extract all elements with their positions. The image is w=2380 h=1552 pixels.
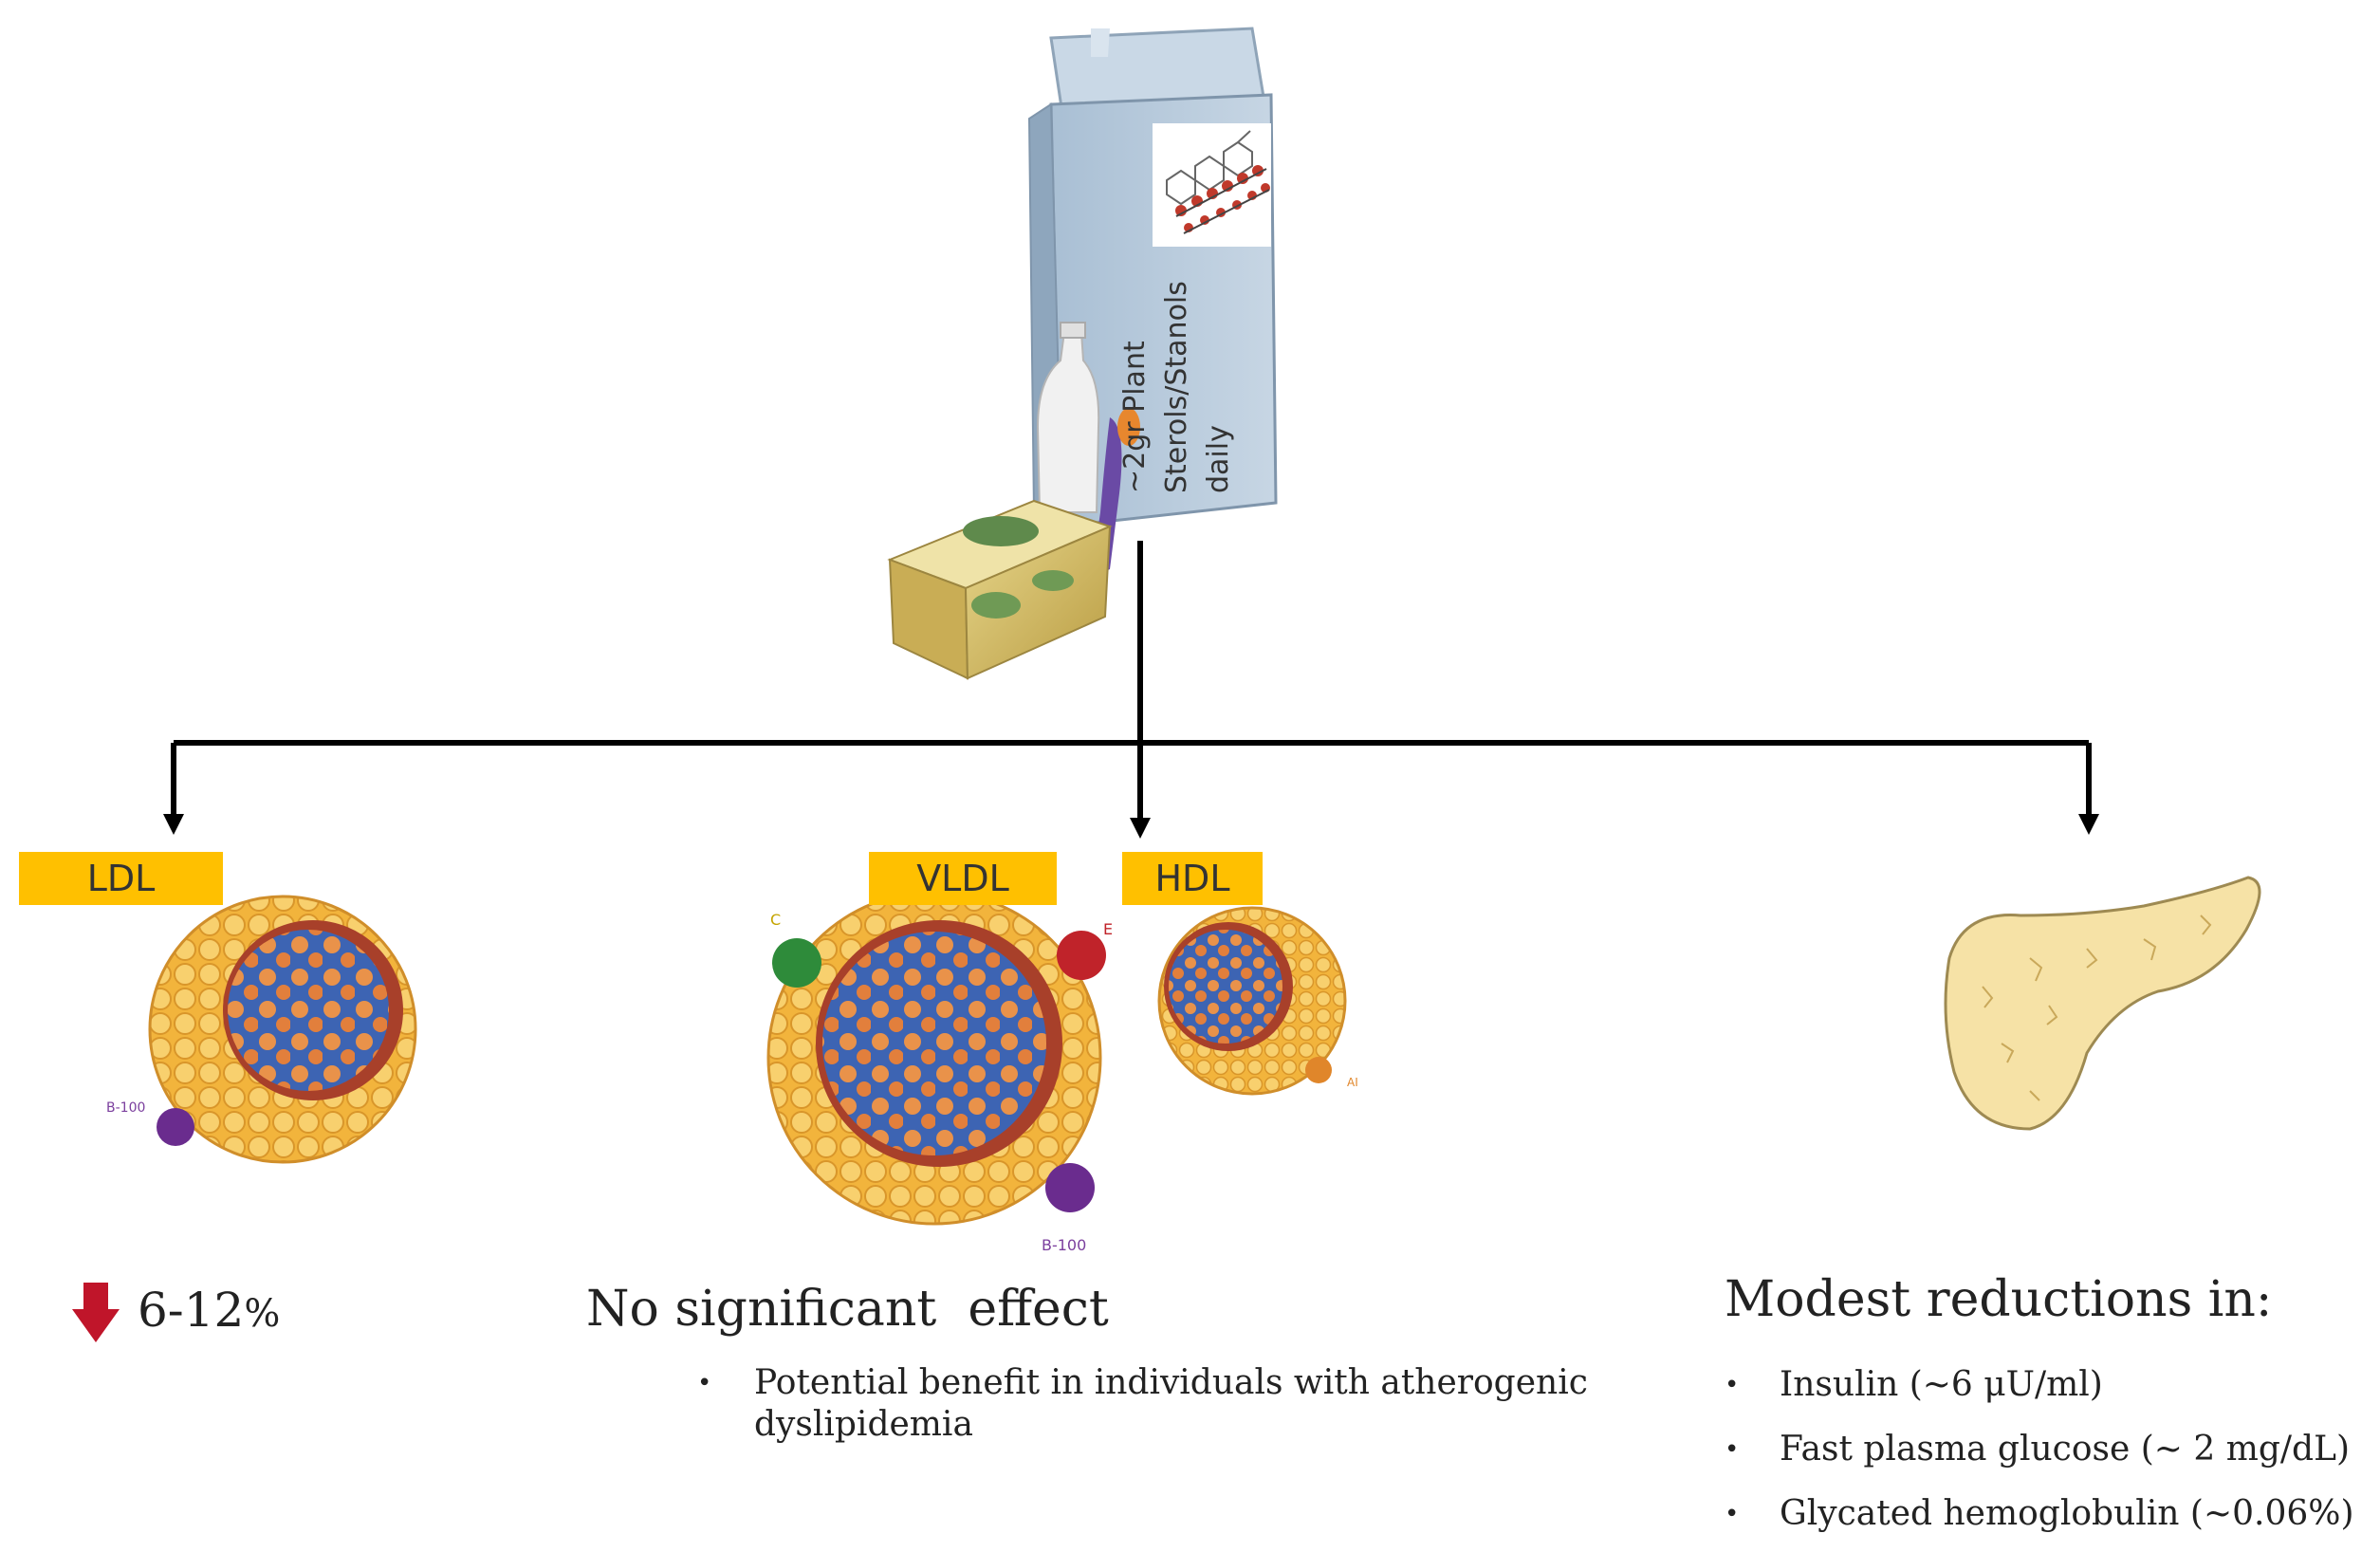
hdl-label: HDL bbox=[1122, 852, 1263, 905]
list-item: •Insulin (~6 μU/ml) bbox=[1725, 1365, 2103, 1404]
apo-b100-ldl-label: B-100 bbox=[106, 1100, 145, 1116]
list-item: •Glycated hemoglobulin (~0.06%) bbox=[1725, 1494, 2354, 1533]
ldl-effect: 6-12% bbox=[138, 1283, 280, 1338]
pancreas-arrowhead bbox=[2078, 814, 2099, 835]
apo-c-label: C bbox=[770, 911, 781, 929]
ldl-effect-unit: % bbox=[244, 1292, 281, 1336]
glycemic-effect-list: •Insulin (~6 μU/ml) •Fast plasma glucose… bbox=[1725, 1353, 2370, 1546]
vldl-particle-icon: C E B-100 bbox=[766, 890, 1113, 1254]
ldl-effect-value: 6-12 bbox=[138, 1283, 245, 1338]
vldl-hdl-effect-title: No significant effect bbox=[586, 1281, 1109, 1338]
glucose-item: Fast plasma glucose (~ 2 mg/dL) bbox=[1780, 1430, 2351, 1469]
branching-arrows bbox=[171, 541, 2092, 823]
ldl-arrowhead bbox=[163, 814, 184, 835]
vldl-hdl-arrowhead bbox=[1130, 818, 1151, 839]
hba1c-item: Glycated hemoglobulin (~0.06%) bbox=[1780, 1494, 2354, 1533]
insulin-item: Insulin (~6 μU/ml) bbox=[1780, 1365, 2103, 1404]
glycemic-effect-title: Modest reductions in: bbox=[1725, 1271, 2273, 1328]
apo-b100-vldl-label: B-100 bbox=[1042, 1236, 1086, 1254]
carton-text-line-1: ~2gr Plant bbox=[1118, 341, 1152, 493]
vldl-hdl-effect-bullet: • Potential benefit in individuals with … bbox=[697, 1362, 1632, 1446]
hdl-particle-icon: AI bbox=[1157, 906, 1358, 1096]
vldl-label: VLDL bbox=[869, 852, 1057, 905]
apo-ai-label: AI bbox=[1347, 1076, 1358, 1089]
ldl-label: LDL bbox=[19, 852, 223, 905]
carton-text-line-3: daily bbox=[1202, 425, 1235, 493]
carton-text: ~2gr Plant Sterols/Stanols daily bbox=[1115, 209, 1247, 493]
margarine-box-icon bbox=[887, 499, 1113, 680]
milk-carton-icon bbox=[1027, 27, 1278, 528]
sterol-molecule-icon bbox=[1153, 123, 1271, 247]
pancreas-icon bbox=[1944, 876, 2261, 1131]
apo-e-label: E bbox=[1103, 920, 1113, 938]
down-arrow-icon bbox=[72, 1283, 120, 1342]
ldl-particle-icon: B-100 bbox=[106, 895, 417, 1164]
list-item: •Fast plasma glucose (~ 2 mg/dL) bbox=[1725, 1430, 2351, 1469]
carton-text-line-2: Sterols/Stanols bbox=[1160, 281, 1193, 493]
vldl-hdl-effect-bullet-text: Potential benefit in individuals with at… bbox=[754, 1363, 1588, 1444]
product-illustration bbox=[887, 27, 1278, 680]
